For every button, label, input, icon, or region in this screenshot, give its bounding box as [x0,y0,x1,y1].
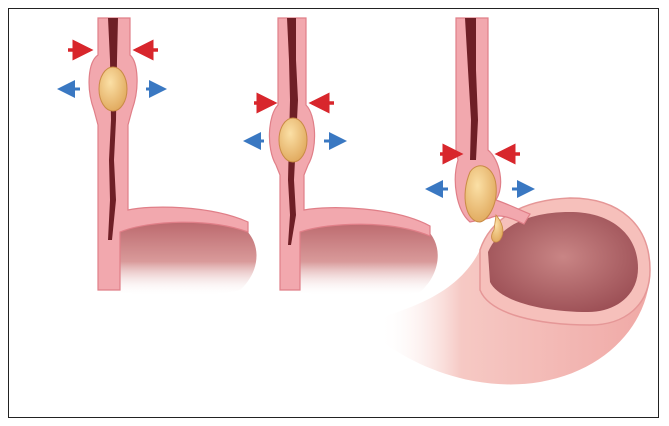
stage-3-stomach-interior [488,212,638,312]
stage-1-food-bolus [99,67,127,111]
stage-3-panel [380,18,650,384]
stage-2-panel [246,18,438,296]
stage-2-food-bolus [279,118,307,162]
stage-1-panel [60,18,257,296]
